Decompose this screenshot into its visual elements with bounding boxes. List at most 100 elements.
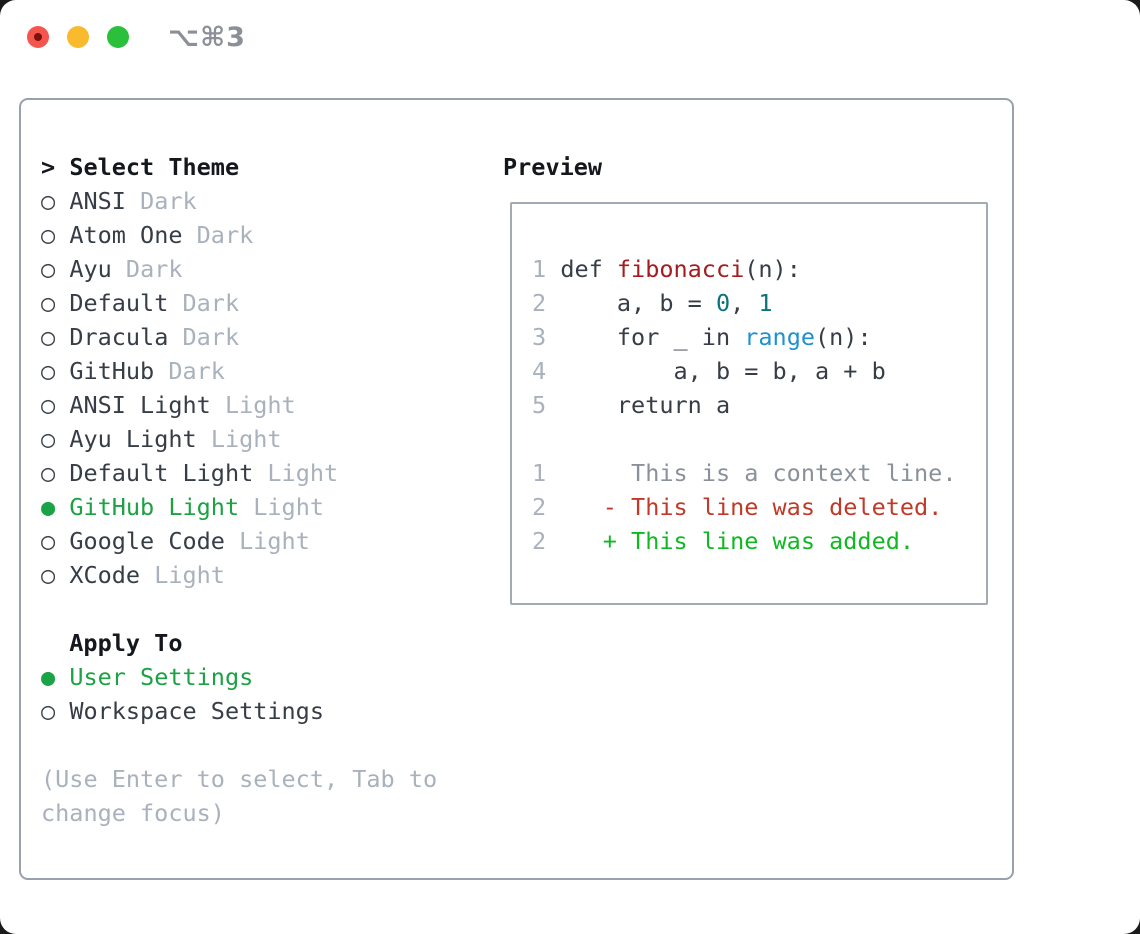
theme-name: ANSI	[69, 187, 126, 215]
theme-variant-tag: Dark	[168, 357, 225, 385]
hint-text: (Use Enter to select, Tab to change focu…	[41, 765, 438, 827]
code-segment-fg: for _ in	[560, 323, 745, 351]
theme-select-column: > Select Theme ○ ANSI Dark○ Atom One Dar…	[21, 100, 481, 830]
code-segment-ctx: This is a context line.	[560, 459, 957, 487]
apply-option-user-settings[interactable]: ● User Settings	[41, 660, 481, 694]
radio-unselected-icon: ○	[41, 323, 56, 351]
theme-option-xcode[interactable]: ○ XCode Light	[41, 558, 481, 592]
theme-variant-tag: Light	[224, 391, 296, 419]
code-segment-fg: (n):	[815, 323, 872, 351]
theme-name: Google Code	[69, 527, 225, 555]
code-segment-fg: def	[560, 255, 617, 283]
theme-option-ansi[interactable]: ○ ANSI Dark	[41, 184, 481, 218]
theme-option-github[interactable]: ○ GitHub Dark	[41, 354, 481, 388]
theme-variant-tag: Light	[239, 527, 310, 555]
theme-variant-tag: Light	[154, 561, 225, 589]
theme-variant-tag: Dark	[125, 255, 183, 283]
theme-name: GitHub Light	[69, 493, 240, 521]
line-number: 1	[532, 255, 547, 283]
radio-unselected-icon: ○	[41, 391, 56, 419]
radio-unselected-icon: ○	[41, 221, 56, 249]
theme-name: ANSI Light	[69, 391, 211, 419]
minimize-button[interactable]	[67, 26, 89, 48]
radio-unselected-icon: ○	[41, 289, 56, 317]
theme-name: Ayu Light	[69, 425, 197, 453]
theme-name: Dracula	[69, 323, 169, 351]
radio-unselected-icon: ○	[41, 425, 56, 453]
window-title-shortcut: ⌥⌘3	[168, 22, 246, 53]
apply-option-workspace-settings[interactable]: ○ Workspace Settings	[41, 694, 481, 728]
line-number: 4	[532, 357, 547, 385]
theme-option-atom-one[interactable]: ○ Atom One Dark	[41, 218, 481, 252]
theme-variant-tag: Dark	[182, 289, 240, 317]
apply-to-header: Apply To	[69, 629, 183, 657]
theme-picker-panel: > Select Theme ○ ANSI Dark○ Atom One Dar…	[19, 98, 1014, 880]
theme-option-default-light[interactable]: ○ Default Light Light	[41, 456, 481, 490]
apply-to-list: ● User Settings○ Workspace Settings	[41, 660, 481, 728]
theme-variant-tag: Dark	[140, 187, 197, 215]
code-segment-func: fibonacci	[616, 255, 745, 283]
close-dot-icon	[34, 33, 42, 41]
code-line: 2 + This line was added.	[532, 524, 986, 558]
theme-option-dracula[interactable]: ○ Dracula Dark	[41, 320, 481, 354]
radio-selected-icon: ●	[41, 663, 56, 691]
preview-title: Preview	[503, 153, 603, 181]
code-segment-del: - This line was deleted.	[560, 493, 943, 521]
code-segment-builtin: range	[744, 323, 815, 351]
radio-unselected-icon: ○	[41, 697, 56, 725]
close-button[interactable]	[27, 26, 49, 48]
line-number: 2	[532, 493, 547, 521]
code-segment-num: 1	[758, 289, 773, 317]
code-segment-fg: (n):	[744, 255, 801, 283]
theme-name: Default Light	[69, 459, 254, 487]
code-line: 1 def fibonacci(n):	[532, 252, 986, 286]
select-theme-header: > Select Theme	[41, 150, 481, 184]
theme-option-ayu-light[interactable]: ○ Ayu Light Light	[41, 422, 481, 456]
theme-name: Atom One	[69, 221, 183, 249]
code-line: 4 a, b = b, a + b	[532, 354, 986, 388]
theme-variant-tag: Light	[210, 425, 282, 453]
code-line: 2 - This line was deleted.	[532, 490, 986, 524]
theme-variant-tag: Dark	[196, 221, 254, 249]
theme-option-ayu[interactable]: ○ Ayu Dark	[41, 252, 481, 286]
theme-option-google-code[interactable]: ○ Google Code Light	[41, 524, 481, 558]
theme-option-github-light[interactable]: ● GitHub Light Light	[41, 490, 481, 524]
theme-option-default[interactable]: ○ Default Dark	[41, 286, 481, 320]
code-line: 5 return a	[532, 388, 986, 422]
radio-unselected-icon: ○	[41, 527, 56, 555]
theme-name: Ayu	[69, 255, 112, 283]
select-theme-title: Select Theme	[69, 153, 240, 181]
radio-unselected-icon: ○	[41, 255, 56, 283]
theme-variant-tag: Dark	[182, 323, 240, 351]
line-number: 2	[532, 289, 547, 317]
code-segment-fg: ,	[730, 289, 759, 317]
theme-name: XCode	[69, 561, 141, 589]
code-segment-fg: a, b =	[560, 289, 716, 317]
code-line	[532, 422, 986, 456]
line-number: 3	[532, 323, 547, 351]
theme-option-ansi-light[interactable]: ○ ANSI Light Light	[41, 388, 481, 422]
radio-unselected-icon: ○	[41, 187, 56, 215]
code-line: 2 a, b = 0, 1	[532, 286, 986, 320]
code-segment-fg: a, b = b, a + b	[560, 357, 886, 385]
code-segment-add: + This line was added.	[560, 527, 915, 555]
line-number: 1	[532, 459, 547, 487]
code-segment-fg: return a	[560, 391, 731, 419]
radio-unselected-icon: ○	[41, 459, 56, 487]
code-line: 3 for _ in range(n):	[532, 320, 986, 354]
code-segment-num: 0	[715, 289, 731, 317]
line-number: 5	[532, 391, 547, 419]
maximize-button[interactable]	[107, 26, 129, 48]
radio-unselected-icon: ○	[41, 561, 56, 589]
theme-variant-tag: Light	[267, 459, 339, 487]
theme-list: ○ ANSI Dark○ Atom One Dark○ Ayu Dark○ De…	[41, 184, 481, 592]
radio-selected-icon: ●	[41, 493, 56, 521]
apply-option-label: User Settings	[69, 663, 254, 691]
radio-unselected-icon: ○	[41, 357, 56, 385]
theme-name: Default	[69, 289, 169, 317]
theme-name: GitHub	[69, 357, 155, 385]
line-number: 2	[532, 527, 547, 555]
